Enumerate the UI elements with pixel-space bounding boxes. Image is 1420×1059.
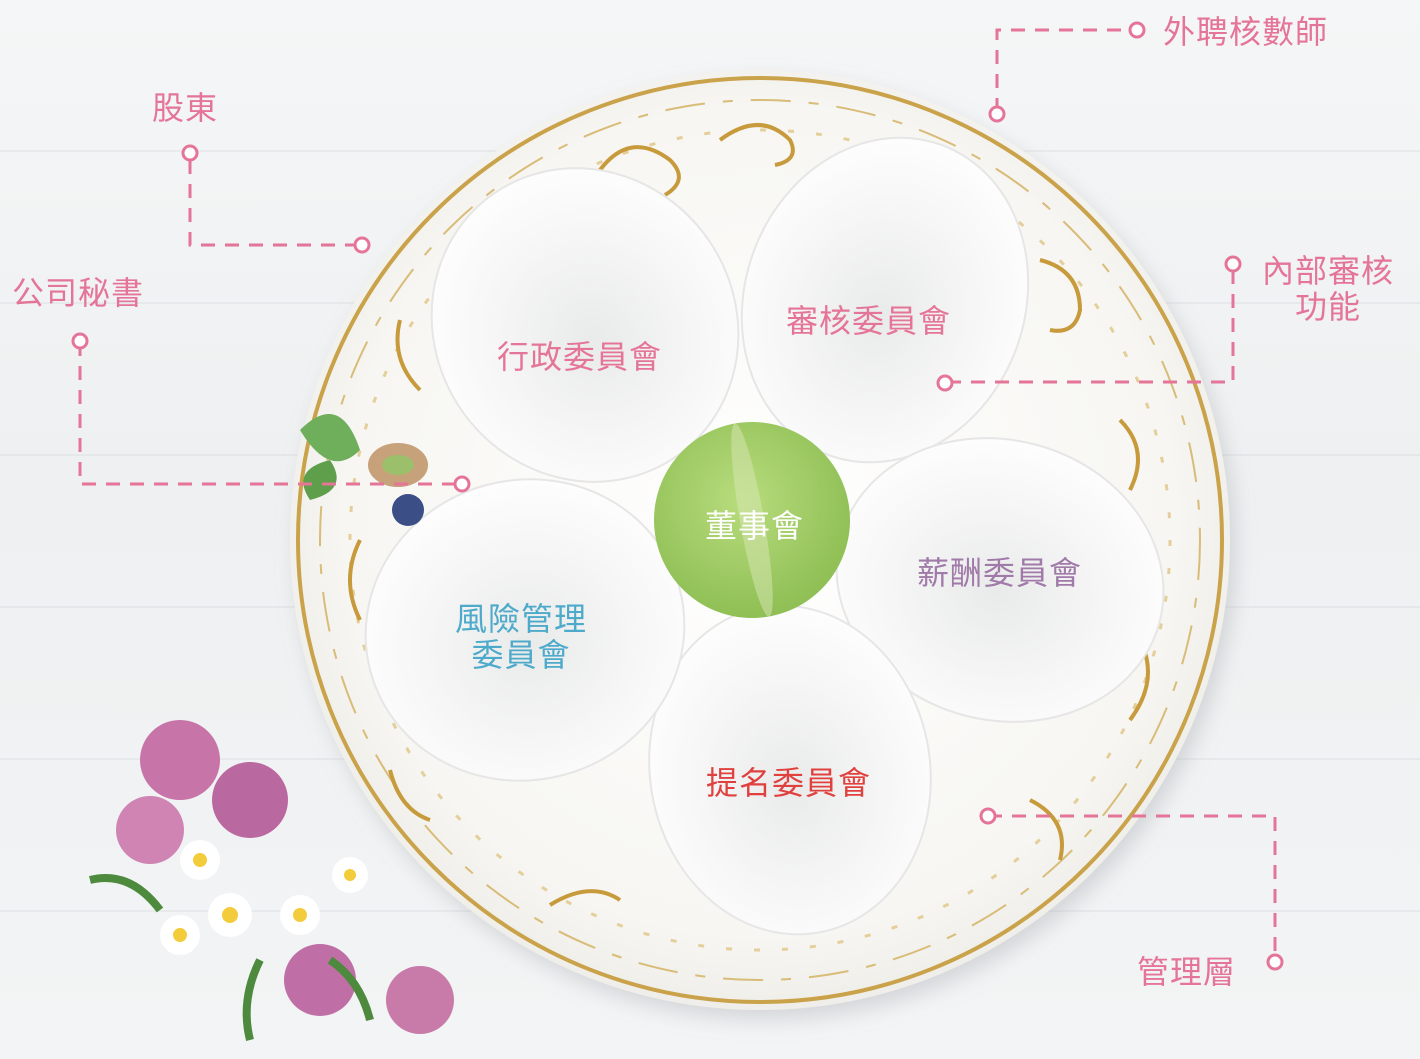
label-internal-audit: 內部審核 功能 (1262, 253, 1394, 325)
label-nomination-committee: 提名委員會 (706, 764, 872, 802)
label-company-secretary: 公司秘書 (12, 274, 145, 312)
label-risk-committee-line1: 風險管理 (455, 600, 588, 638)
label-executive-committee: 行政委員會 (497, 338, 663, 376)
connector-dots (71, 21, 1284, 971)
macaron (654, 422, 850, 618)
label-audit-committee: 審核委員會 (786, 302, 952, 340)
label-shareholders: 股東 (152, 89, 219, 127)
flowers (89, 720, 454, 1041)
label-risk-committee: 風險管理 委員會 (455, 601, 587, 673)
label-board: 董事會 (705, 507, 805, 545)
label-remuneration-committee: 薪酬委員會 (917, 554, 1083, 592)
label-risk-committee-line2: 委員會 (471, 636, 571, 674)
label-internal-audit-line1: 內部審核 (1262, 252, 1395, 290)
label-external-auditor: 外聘核數師 (1163, 13, 1329, 51)
label-internal-audit-line2: 功能 (1295, 288, 1362, 326)
label-management: 管理層 (1137, 953, 1237, 991)
connectors (78, 28, 1277, 955)
garnish (300, 414, 428, 526)
